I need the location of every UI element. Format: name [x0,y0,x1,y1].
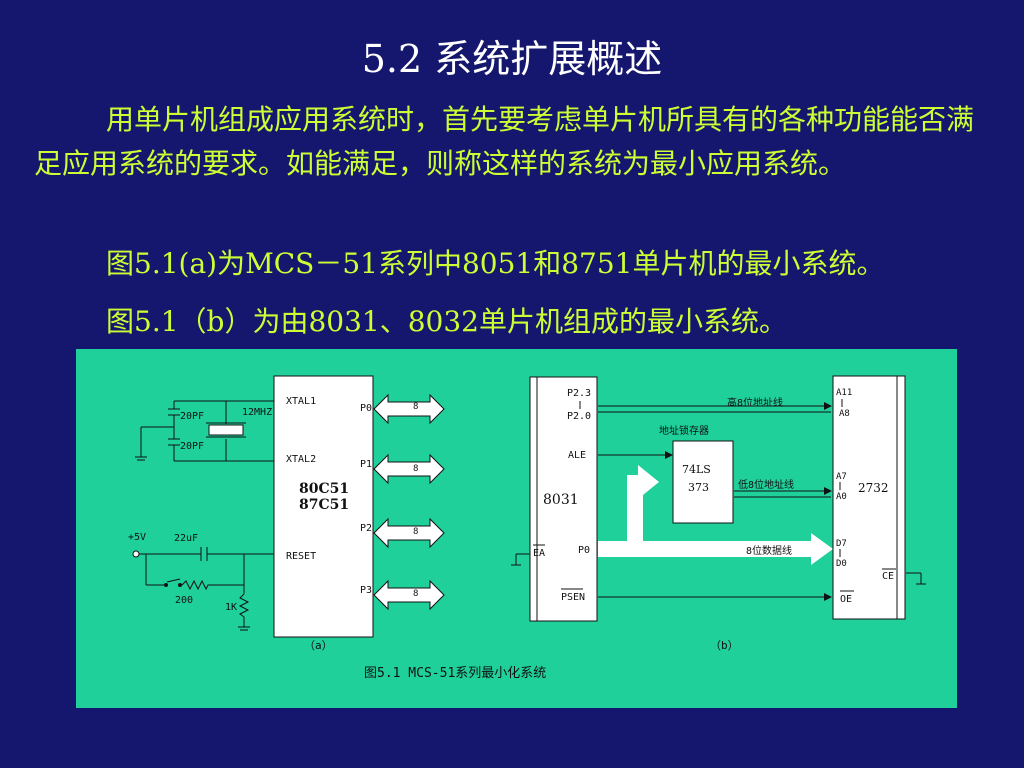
pin-p1: P1 [360,459,372,470]
bus-arrows-a [373,393,445,611]
chip-8031 [529,376,598,622]
rom-label: 2732 [858,481,889,495]
reset-circuit [132,547,274,631]
cpu-label: 8031 [543,492,579,508]
vcc-label: +5V [128,532,146,543]
pin-p0: P0 [360,403,372,414]
cap2-label: 20PF [180,441,204,452]
pin-ale: ALE [568,450,586,461]
oscillator-circuit [135,400,274,462]
latch-label-1: 74LS [682,463,711,476]
rom-pin-d7: D7 [836,539,847,549]
res1-label: 200 [175,595,193,606]
res2-label: 1K [225,602,237,613]
rom-pin-ce: CE [882,571,894,582]
rom-pin-oe: OE [840,594,852,605]
rom-pin-d0: D0 [836,559,847,569]
pin-reset: RESET [286,551,316,562]
paragraph-fig-b: 图5.1（b）为由8031、8032单片机组成的最小系统。 [106,305,787,338]
paragraph-intro: 用单片机组成应用系统时，首先要考虑单片机所具有的各种功能能否满足应用系统的要求。… [34,103,975,180]
slide-title: 5.2 系统扩展概述 [361,37,663,81]
pin-ea: EA [533,548,545,559]
line-low-label: 低8位地址线 [738,478,794,491]
diagram-b: P2.3 P2.0 ALE 8031 EA P0 PSEN 高8位地址线 地址锁… [511,375,926,652]
pin-p2-3: P2.3 [567,388,591,399]
data-bus-arrow [598,533,833,565]
cap1-label: 20PF [180,411,204,422]
label-a: （a） [304,639,333,652]
pin-p3: P3 [360,585,372,596]
bus-width-p3: 8 [413,589,418,599]
latch-input-arrow [627,465,659,541]
bus-width-p0: 8 [413,402,418,412]
crystal-label: 12MHZ [242,407,272,418]
diagram-panel: XTAL1 XTAL2 RESET P0 P1 P2 P3 80C51 87C5… [76,349,957,708]
chip-80c51 [273,375,374,638]
label-b: （b） [710,639,739,652]
bus-width-p1: 8 [413,464,418,474]
paragraph-fig-a: 图5.1(a)为MCS－51系列中8051和8751单片机的最小系统。 [106,247,885,280]
figure-caption: 图5.1 MCS-51系列最小化系统 [364,666,546,681]
pin-p0-b: P0 [578,545,590,556]
bus-width-p2: 8 [413,527,418,537]
rom-pin-a7: A7 [836,472,847,482]
diagram-svg: XTAL1 XTAL2 RESET P0 P1 P2 P3 80C51 87C5… [128,375,926,681]
cap-reset-label: 22uF [174,533,198,544]
rom-pin-a0: A0 [836,492,847,502]
chip-label-87c51: 87C51 [299,497,349,513]
diagram-a: XTAL1 XTAL2 RESET P0 P1 P2 P3 80C51 87C5… [128,375,445,652]
pin-xtal1: XTAL1 [286,396,316,407]
latch-label-2: 373 [688,481,709,494]
rom-pin-a8: A8 [839,409,850,419]
pin-p2-0: P2.0 [567,411,591,422]
line-data-label: 8位数据线 [746,544,792,557]
chip-label-80c51: 80C51 [299,481,349,497]
pin-p2: P2 [360,523,372,534]
pin-xtal2: XTAL2 [286,454,316,465]
chip-2732 [832,375,906,620]
latch-74ls373 [672,440,734,524]
latch-title: 地址锁存器 [659,424,709,437]
rom-pin-a11: A11 [836,388,852,398]
line-high-label: 高8位地址线 [727,396,783,409]
pin-psen: PSEN [561,592,585,603]
